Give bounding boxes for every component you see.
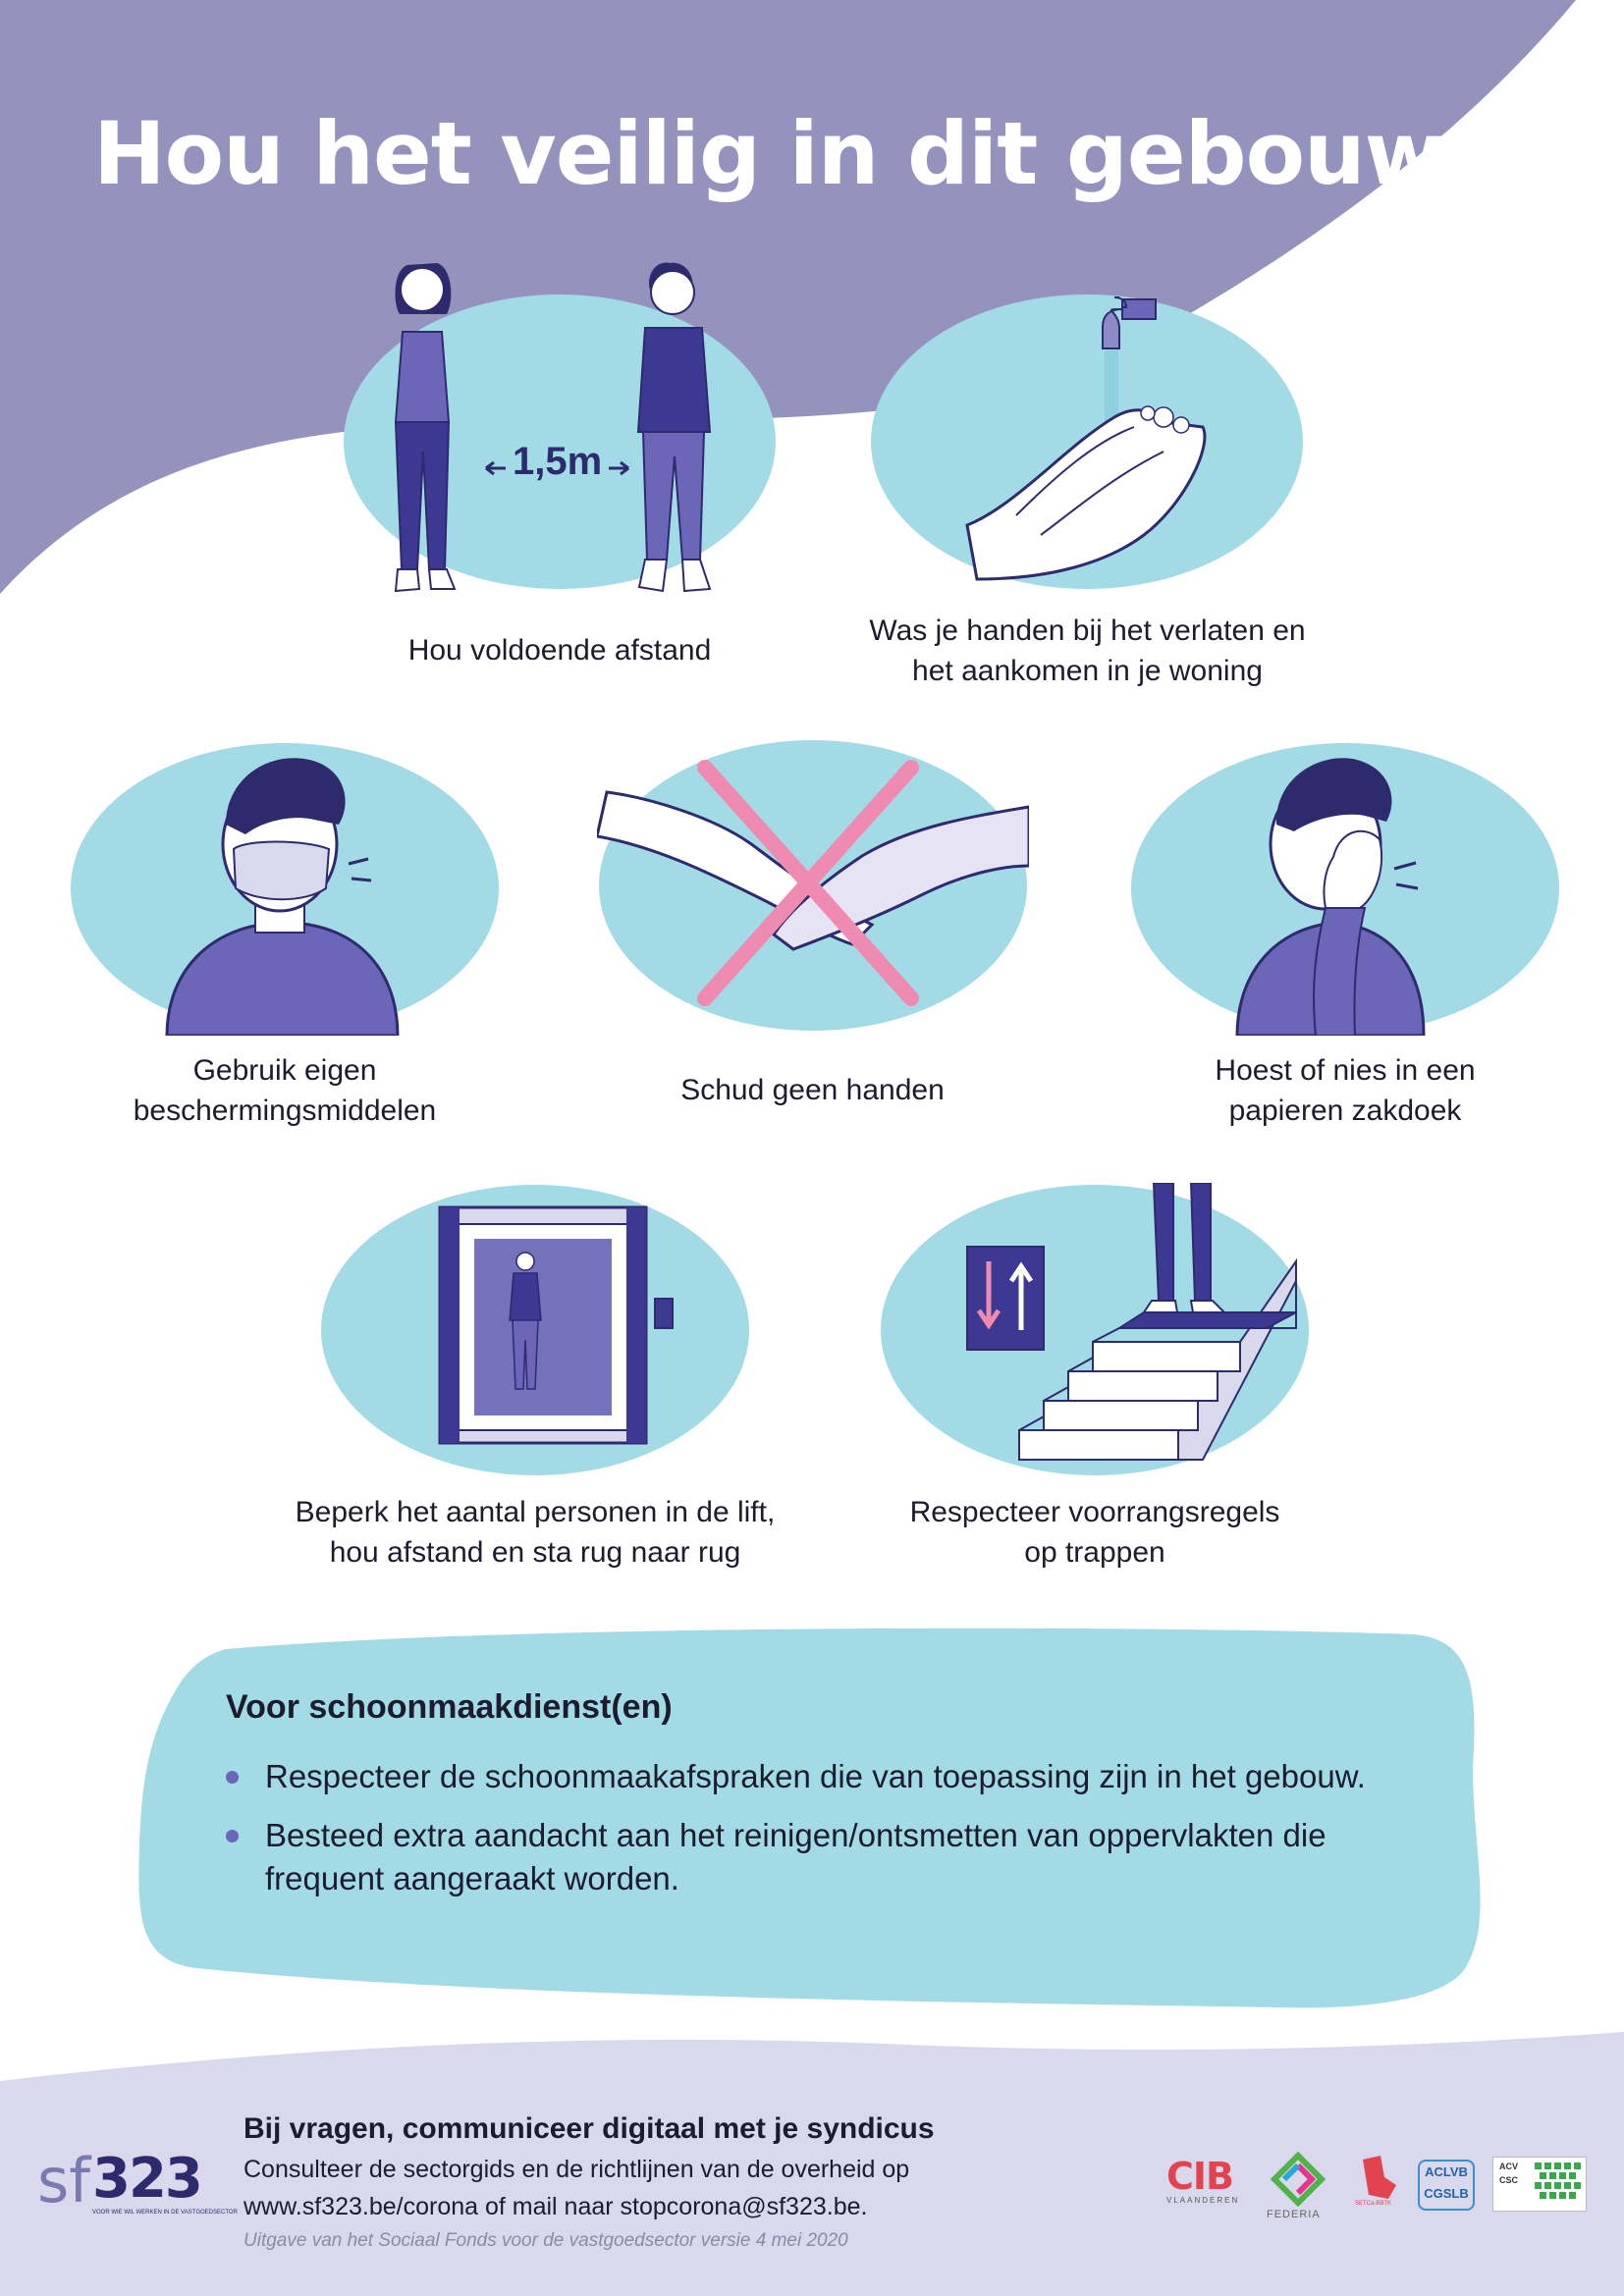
footer-line-2: www.sf323.be/corona of mail naar stopcor… bbox=[244, 2193, 868, 2220]
rule-sneeze bbox=[1129, 741, 1561, 1036]
acv-logo: ACV CSC bbox=[1492, 2157, 1587, 2212]
rule-distance: 1,5m bbox=[339, 245, 781, 609]
rule-caption: Gebruik eigen beschermingsmiddelen bbox=[133, 1054, 437, 1127]
elevator-icon bbox=[321, 1185, 749, 1475]
federia-label: FEDERIA bbox=[1267, 2209, 1321, 2220]
bullet-icon bbox=[226, 1830, 239, 1842]
no-handshake-icon bbox=[597, 740, 1029, 1031]
bullet-icon bbox=[226, 1771, 239, 1784]
cleaning-item: Besteed extra aandacht aan het reinigen/… bbox=[226, 1814, 1424, 1900]
rule-caption: Hou voldoende afstand bbox=[407, 634, 712, 667]
cleaning-list: Respecteer de schoonmaakafspraken die va… bbox=[226, 1755, 1424, 1916]
rule-elevator bbox=[319, 1183, 751, 1477]
cib-logo: CIB VLAANDEREN bbox=[1166, 2155, 1240, 2205]
sf323-logo: sf 323 VOOR WIE WIL WERKEN IN DE VASTGOE… bbox=[37, 2145, 238, 2216]
hand-washing-icon bbox=[871, 294, 1303, 589]
cleaning-blob bbox=[138, 1628, 1481, 2008]
rule-hand-washing bbox=[869, 280, 1306, 594]
footer-note: Uitgave van het Sociaal Fonds voor de va… bbox=[244, 2230, 848, 2251]
footer-title: Bij vragen, communiceer digitaal met je … bbox=[244, 2112, 935, 2145]
rule-caption: Was je handen bij het verlaten en het aa… bbox=[869, 614, 1306, 687]
aclvb-logo: ACLVB CGSLB bbox=[1418, 2160, 1475, 2211]
cleaning-item: Respecteer de schoonmaakafspraken die va… bbox=[226, 1755, 1424, 1798]
page-title: Hou het veilig in dit gebouw ! bbox=[93, 103, 1512, 204]
footer-wave bbox=[0, 2032, 1624, 2296]
header-wave bbox=[0, 0, 1576, 594]
rule-caption: Beperk het aantal personen in de lift, h… bbox=[295, 1496, 776, 1569]
federia-logo-icon bbox=[1271, 2152, 1326, 2207]
rule-caption: Schud geen handen bbox=[680, 1074, 945, 1106]
rule-stairs bbox=[879, 1183, 1311, 1477]
cleaning-title: Voor schoonmaakdienst(en) bbox=[226, 1688, 673, 1726]
face-mask-icon bbox=[71, 743, 499, 1036]
rule-caption: Respecteer voorrangsregels op trappen bbox=[909, 1496, 1280, 1569]
distance-label: 1,5m bbox=[513, 440, 603, 483]
setca-logo-icon bbox=[1363, 2156, 1396, 2199]
rule-no-handshake bbox=[597, 738, 1029, 1033]
footer-line-1: Consulteer de sectorgids en de richtlijn… bbox=[244, 2156, 910, 2183]
acv-grid-icon bbox=[1535, 2163, 1581, 2199]
stairs-icon bbox=[881, 1183, 1309, 1475]
sneeze-tissue-icon bbox=[1131, 743, 1559, 1036]
setca-label: SETCa-BBTK bbox=[1355, 2201, 1392, 2207]
rule-face-mask bbox=[69, 741, 501, 1036]
rule-caption: Hoest of nies in een papieren zakdoek bbox=[1215, 1054, 1476, 1127]
distance-icon bbox=[344, 262, 776, 593]
